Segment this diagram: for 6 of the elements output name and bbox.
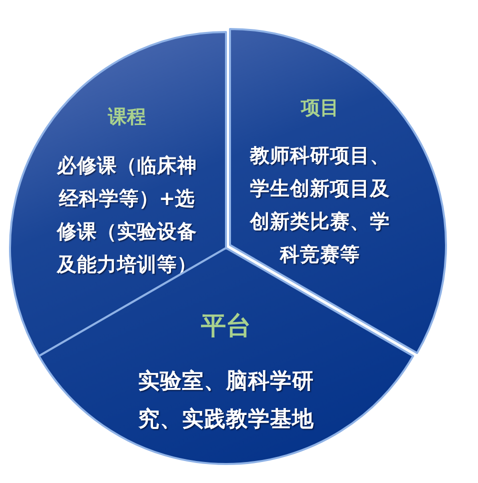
slice-heading: 课程 bbox=[108, 106, 146, 129]
slice-text: 教师科研项目、学生创新项目及创新类比赛、学科竞赛等 bbox=[250, 142, 390, 268]
slice-heading: 项目 bbox=[301, 97, 339, 120]
slice-heading: 平台 bbox=[200, 311, 251, 341]
slice-text: 实验室、脑科学研究、实践教学基地 bbox=[138, 368, 314, 434]
pie-slice bbox=[36, 245, 416, 467]
